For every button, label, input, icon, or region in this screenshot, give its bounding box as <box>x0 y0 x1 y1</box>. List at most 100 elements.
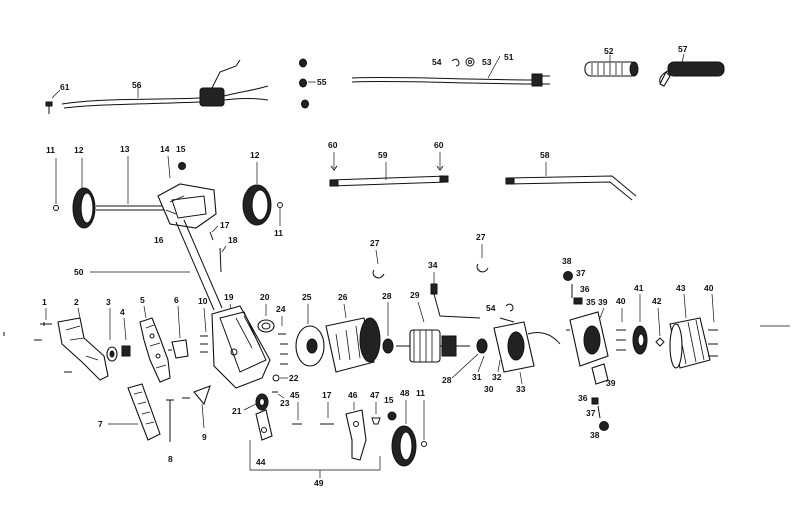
part-44-lever <box>255 409 273 441</box>
label-28-bottom: 28 <box>442 375 452 385</box>
label-29: 29 <box>410 290 420 300</box>
part-57-trigger-handle <box>659 61 725 87</box>
part-52-handle-grip <box>584 61 639 77</box>
label-6: 6 <box>174 295 179 305</box>
label-28-top: 28 <box>382 291 392 301</box>
part-46-handle-lever <box>345 409 367 461</box>
label-18: 18 <box>228 235 238 245</box>
part-41-washer <box>632 325 648 355</box>
part-51-power-cord <box>351 73 550 87</box>
label-61: 61 <box>60 82 70 92</box>
part-4-spring <box>121 345 131 357</box>
label-37-bottom: 37 <box>586 408 596 418</box>
label-22: 22 <box>289 373 299 383</box>
label-17-top: 17 <box>220 220 230 230</box>
label-27-left: 27 <box>370 238 380 248</box>
part-25-fan <box>295 325 325 367</box>
label-38-bottom: 38 <box>590 430 600 440</box>
label-14: 14 <box>160 144 170 154</box>
label-43: 43 <box>676 283 686 293</box>
label-21: 21 <box>232 406 242 416</box>
label-12-left: 12 <box>74 145 84 155</box>
label-32: 32 <box>492 372 502 382</box>
label-8: 8 <box>168 454 173 464</box>
part-21-gear <box>255 393 269 411</box>
label-37-top: 37 <box>576 268 586 278</box>
label-4: 4 <box>120 307 125 317</box>
label-27-right: 27 <box>476 232 486 242</box>
label-3: 3 <box>106 297 111 307</box>
part-16-wheel-bracket <box>157 183 217 229</box>
label-41: 41 <box>634 283 644 293</box>
label-46: 46 <box>348 390 358 400</box>
label-24: 24 <box>276 304 286 314</box>
label-15-bottom: 15 <box>384 395 394 405</box>
label-9: 9 <box>202 432 207 442</box>
part-12-wheel-right <box>242 184 272 226</box>
part-48-wheel <box>391 425 417 467</box>
label-25: 25 <box>302 292 312 302</box>
label-51: 51 <box>504 52 514 62</box>
label-44: 44 <box>256 457 266 467</box>
label-19: 19 <box>224 292 234 302</box>
part-43-drum <box>669 317 711 369</box>
part-9-clip <box>193 385 211 406</box>
part-35-gear-housing <box>566 311 609 367</box>
label-35: 35 <box>586 297 596 307</box>
part-58-handle-tube <box>505 175 637 201</box>
part-5-blade-plate <box>139 317 171 383</box>
label-33: 33 <box>516 384 526 394</box>
label-2: 2 <box>74 297 79 307</box>
part-7-blade <box>127 383 161 441</box>
label-38-top: 38 <box>562 256 572 266</box>
label-58: 58 <box>540 150 550 160</box>
part-55-screws <box>299 58 309 109</box>
label-40-right: 40 <box>704 283 714 293</box>
label-36-top: 36 <box>580 284 590 294</box>
label-39-bottom: 39 <box>606 378 616 388</box>
label-40-left: 40 <box>616 296 626 306</box>
part-20-bushing <box>257 319 275 333</box>
label-10: 10 <box>198 296 208 306</box>
label-54-top: 54 <box>432 57 442 67</box>
label-30: 30 <box>484 384 494 394</box>
label-55: 55 <box>317 77 327 87</box>
label-57: 57 <box>678 44 688 54</box>
label-16: 16 <box>154 235 164 245</box>
part-12-wheel-left <box>72 187 96 229</box>
label-11-left: 11 <box>46 145 55 155</box>
label-39-top: 39 <box>598 297 608 307</box>
label-11-bottom: 11 <box>416 388 425 398</box>
label-47: 47 <box>370 390 380 400</box>
label-49: 49 <box>314 478 324 488</box>
label-36-bottom: 36 <box>578 393 588 403</box>
part-39-shaft <box>591 363 609 385</box>
part-33-end-bell <box>493 317 561 373</box>
label-1: 1 <box>42 297 47 307</box>
part-19-motor-housing <box>211 305 271 389</box>
label-15-top: 15 <box>176 144 186 154</box>
part-2-deflector <box>57 317 109 381</box>
part-61-screw <box>45 101 53 114</box>
label-42: 42 <box>652 296 662 306</box>
label-56: 56 <box>132 80 142 90</box>
label-31: 31 <box>472 372 482 382</box>
label-60-left: 60 <box>328 140 338 150</box>
label-17-bottom: 17 <box>322 390 332 400</box>
label-34: 34 <box>428 260 438 270</box>
label-7: 7 <box>98 419 103 429</box>
part-6-hub <box>168 339 189 359</box>
part-3-nut <box>106 346 118 362</box>
label-12-right: 12 <box>250 150 260 160</box>
part-59-handle-tube <box>329 175 449 187</box>
label-59: 59 <box>378 150 388 160</box>
part-29-armature <box>396 329 470 363</box>
label-50: 50 <box>74 267 84 277</box>
label-20: 20 <box>260 292 270 302</box>
label-60-right: 60 <box>434 140 444 150</box>
label-23: 23 <box>280 398 290 408</box>
part-56-cord-switch <box>61 59 269 109</box>
label-11-right: 11 <box>274 228 283 238</box>
label-48: 48 <box>400 388 410 398</box>
